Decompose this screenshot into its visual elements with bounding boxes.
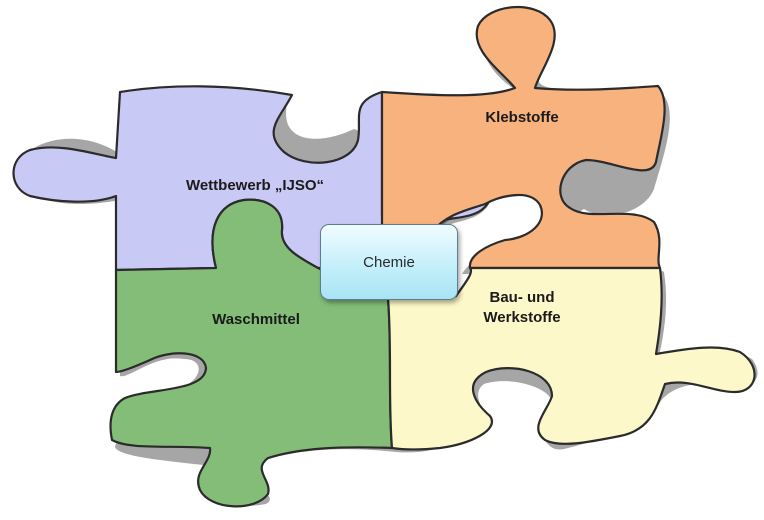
center-box-chemie: Chemie bbox=[320, 224, 458, 300]
label-bau-und-werkstoffe: Bau- und Werkstoffe bbox=[462, 288, 582, 328]
center-label: Chemie bbox=[363, 253, 415, 271]
label-bau-line1: Bau- und bbox=[489, 289, 555, 306]
label-wettbewerb: Wettbewerb „IJSO“ bbox=[185, 177, 325, 194]
label-klebstoffe: Klebstoffe bbox=[485, 109, 559, 126]
label-waschmittel: Waschmittel bbox=[212, 311, 300, 328]
piece-klebstoffe bbox=[380, 6, 666, 270]
label-bau-line2: Werkstoffe bbox=[483, 309, 561, 326]
piece-bau-und-werkstoffe bbox=[386, 266, 756, 451]
